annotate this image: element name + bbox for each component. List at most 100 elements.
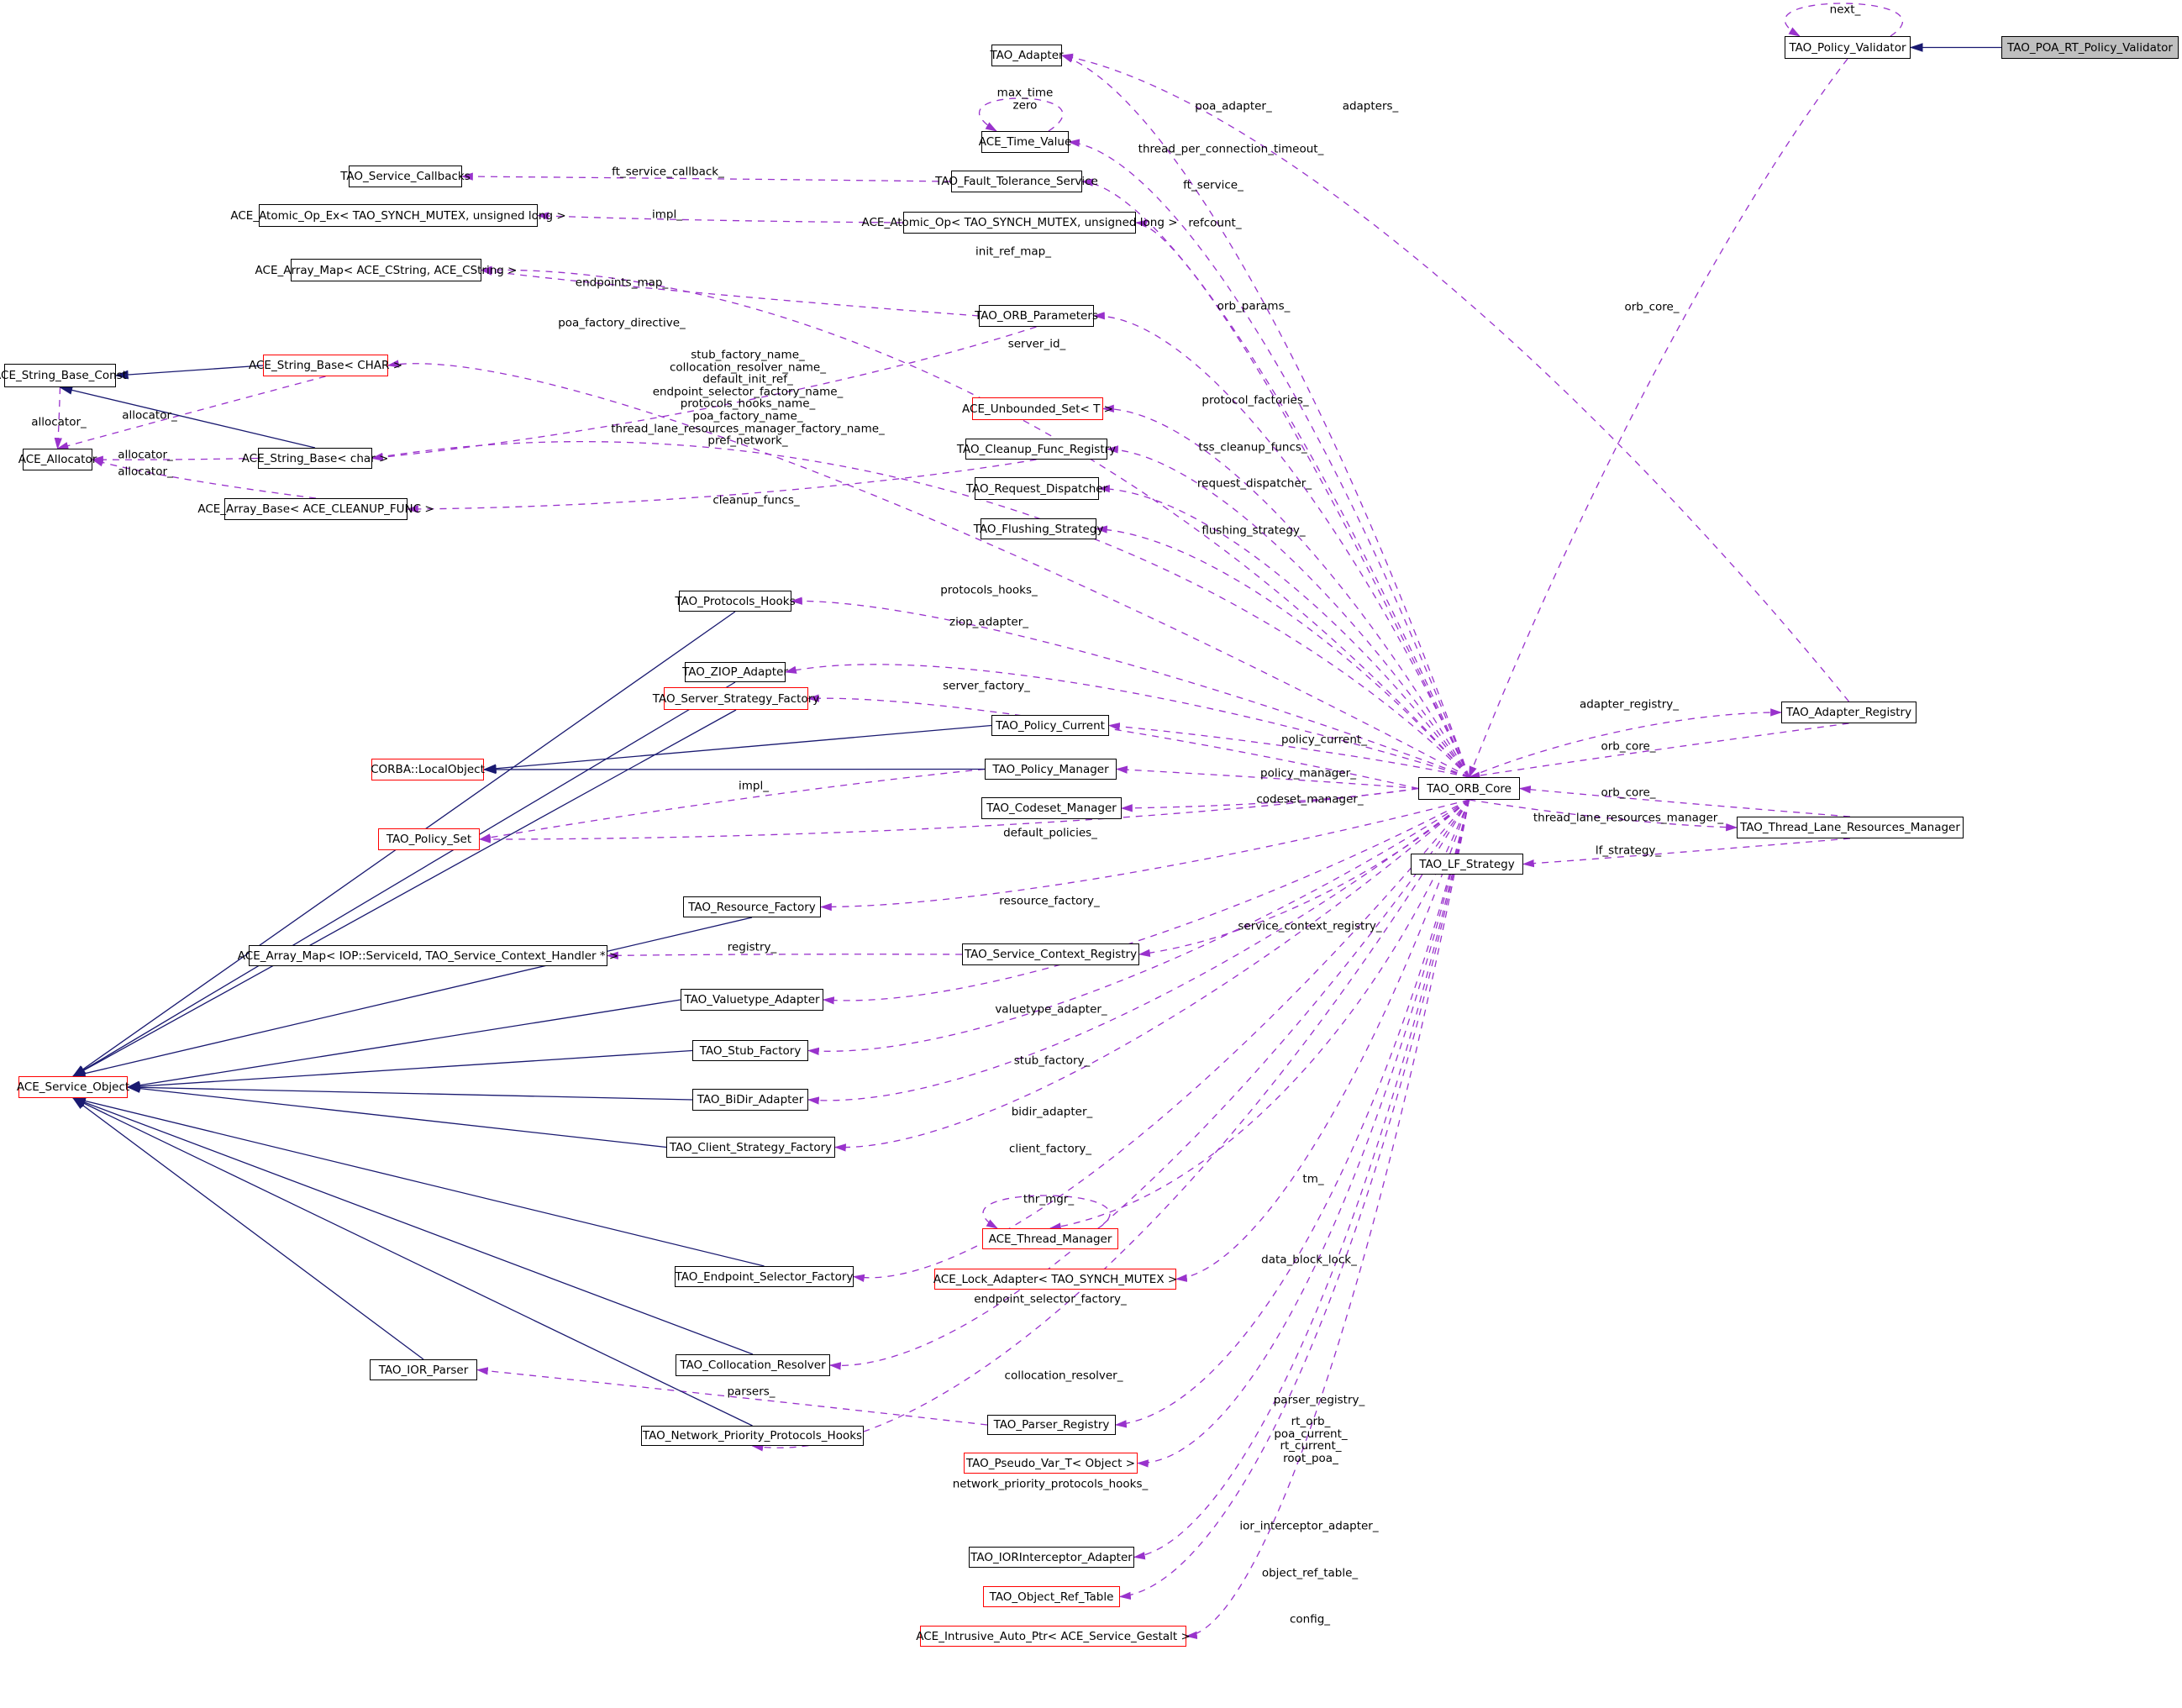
edge-string_base_char_t-allocator bbox=[56, 376, 326, 450]
edge-orb_core-atomic_op bbox=[1134, 219, 1470, 778]
edge-orb_core-policy_set bbox=[478, 787, 1419, 843]
node-orb_parameters[interactable]: TAO_ORB_Parameters bbox=[975, 305, 1098, 327]
edge-orb_core-collocation_resolver bbox=[828, 799, 1470, 1370]
node-protocols_hooks[interactable]: TAO_Protocols_Hooks bbox=[675, 591, 796, 612]
node-network_priority_hooks[interactable]: TAO_Network_Priority_Protocols_Hooks bbox=[641, 1426, 864, 1446]
node-cleanup_func_registry[interactable]: TAO_Cleanup_Func_Registry bbox=[957, 439, 1116, 460]
node-policy_set[interactable]: TAO_Policy_Set bbox=[378, 828, 480, 850]
edge-orb_core-request_dispatcher bbox=[1097, 484, 1470, 778]
edge-adapter_registry-orb_core bbox=[1468, 723, 1849, 780]
node-string_base_char_t[interactable]: ACE_String_Base< CHAR > bbox=[249, 355, 402, 376]
edge-orb_core-resource_factory bbox=[819, 799, 1470, 912]
node-pseudo_var[interactable]: TAO_Pseudo_Var_T< Object > bbox=[964, 1453, 1138, 1474]
node-fault_tolerance[interactable]: TAO_Fault_Tolerance_Service bbox=[935, 171, 1098, 192]
edge-atomic_op-atomic_op_ex bbox=[536, 212, 904, 223]
node-policy_validator[interactable]: TAO_Policy_Validator bbox=[1785, 36, 1911, 59]
edge-orb_core-client_strategy_factory bbox=[833, 799, 1470, 1152]
edge-orb_core-thread_lane_mgr bbox=[1469, 799, 1738, 832]
node-local_object[interactable]: CORBA::LocalObject bbox=[371, 759, 485, 780]
edge-network_priority_hooks-service_object bbox=[71, 1097, 753, 1427]
node-flushing_strategy[interactable]: TAO_Flushing_Strategy bbox=[974, 518, 1103, 539]
node-unbounded_set[interactable]: ACE_Unbounded_Set< T > bbox=[962, 397, 1113, 420]
edge-policy_manager-policy_set bbox=[478, 768, 986, 842]
node-collocation_resolver[interactable]: TAO_Collocation_Resolver bbox=[676, 1354, 830, 1376]
edge-cleanup_func_registry-array_base_cleanup bbox=[406, 459, 1037, 513]
node-string_base_char[interactable]: ACE_String_Base< char > bbox=[242, 448, 388, 469]
edge-array_base_cleanup-allocator bbox=[91, 459, 317, 499]
node-stub_factory[interactable]: TAO_Stub_Factory bbox=[692, 1040, 808, 1061]
edge-orb_core-fault_tolerance bbox=[1080, 178, 1470, 778]
node-client_strategy_factory[interactable]: TAO_Client_Strategy_Factory bbox=[666, 1137, 835, 1158]
edge-orb_core-time_value bbox=[1067, 139, 1470, 778]
edge-orb_core-endpoint_selector_factory bbox=[852, 799, 1470, 1282]
edge-orb_core-stub_factory bbox=[807, 799, 1470, 1056]
edge-ior_parser-service_object bbox=[71, 1097, 424, 1360]
node-request_dispatcher[interactable]: TAO_Request_Dispatcher bbox=[966, 477, 1107, 500]
edge-orb_core-policy_current bbox=[1107, 723, 1470, 778]
edge-orb_core-protocols_hooks bbox=[790, 596, 1470, 778]
edge-orb_core-codeset_manager bbox=[1120, 787, 1419, 812]
edge-policy_current-local_object bbox=[482, 724, 992, 774]
node-adapter_registry[interactable]: TAO_Adapter_Registry bbox=[1781, 702, 1916, 723]
node-policy_current[interactable]: TAO_Policy_Current bbox=[991, 715, 1109, 736]
node-service_callbacks[interactable]: TAO_Service_Callbacks bbox=[340, 166, 471, 187]
edge-adapter_registry-adapter bbox=[1060, 53, 1850, 702]
edge-orb_core-adapter_registry bbox=[1469, 708, 1783, 778]
edge-string_base_char-allocator bbox=[91, 455, 259, 464]
edge-orb_parameters-string_base_char bbox=[371, 326, 1037, 461]
node-allocator[interactable]: ACE_Allocator bbox=[18, 449, 97, 470]
node-array_base_cleanup[interactable]: ACE_Array_Base< ACE_CLEANUP_FUNC > bbox=[197, 498, 434, 520]
edge-orb_core-thread_manager bbox=[1049, 799, 1470, 1231]
node-ior_parser[interactable]: TAO_IOR_Parser bbox=[370, 1359, 477, 1380]
edge-fault_tolerance-service_callbacks bbox=[460, 172, 952, 182]
node-service_object[interactable]: ACE_Service_Object bbox=[17, 1076, 129, 1098]
edge-time_value-time_value bbox=[979, 97, 1064, 132]
node-endpoint_selector_factory[interactable]: TAO_Endpoint_Selector_Factory bbox=[675, 1266, 854, 1287]
node-valuetype_adapter[interactable]: TAO_Valuetype_Adapter bbox=[681, 989, 823, 1011]
edge-orb_core-ior_interceptor_adapter bbox=[1133, 799, 1470, 1560]
edge-thread_lane_mgr-lf_strategy bbox=[1522, 838, 1851, 868]
node-object_ref_table[interactable]: TAO_Object_Ref_Table bbox=[983, 1586, 1120, 1607]
edge-orb_core-intrusive_auto_ptr bbox=[1185, 799, 1470, 1640]
node-thread_lane_mgr[interactable]: TAO_Thread_Lane_Resources_Manager bbox=[1737, 817, 1964, 838]
node-array_map_cstring[interactable]: ACE_Array_Map< ACE_CString, ACE_CString … bbox=[255, 259, 517, 281]
node-ior_interceptor_adapter[interactable]: TAO_IORInterceptor_Adapter bbox=[969, 1547, 1134, 1568]
edge-stub_factory-service_object bbox=[126, 1049, 693, 1091]
edge-orb_core-network_priority_hooks bbox=[751, 799, 1470, 1452]
edge-orb_core-policy_manager bbox=[1115, 765, 1419, 790]
edge-thread_manager-thread_manager bbox=[982, 1195, 1111, 1229]
edge-policy_validator-policy_validator bbox=[1784, 3, 1904, 37]
edge-orb_core-object_ref_table bbox=[1118, 799, 1470, 1600]
node-thread_manager[interactable]: ACE_Thread_Manager bbox=[982, 1228, 1118, 1249]
node-service_context_registry[interactable]: TAO_Service_Context_Registry bbox=[962, 943, 1139, 965]
edge-string_base_char-string_base_const bbox=[59, 386, 316, 449]
node-orb_core[interactable]: TAO_ORB_Core bbox=[1418, 777, 1520, 800]
node-codeset_manager[interactable]: TAO_Codeset_Manager bbox=[981, 797, 1122, 819]
edge-bidir_adapter-service_object bbox=[126, 1082, 693, 1101]
edge-server_strategy_factory-service_object bbox=[71, 709, 737, 1077]
node-array_map_iop[interactable]: ACE_Array_Map< IOP::ServiceId, TAO_Servi… bbox=[238, 945, 618, 966]
node-resource_factory[interactable]: TAO_Resource_Factory bbox=[683, 896, 821, 917]
node-atomic_op_ex[interactable]: ACE_Atomic_Op_Ex< TAO_SYNCH_MUTEX, unsig… bbox=[230, 204, 566, 227]
node-server_strategy_factory[interactable]: TAO_Server_Strategy_Factory bbox=[653, 687, 819, 710]
edge-collocation_resolver-service_object bbox=[71, 1097, 754, 1355]
node-atomic_op[interactable]: ACE_Atomic_Op< TAO_SYNCH_MUTEX, unsigned… bbox=[862, 212, 1178, 234]
edge-endpoint_selector_factory-service_object bbox=[71, 1096, 765, 1267]
edge-policy_validator-orb_core bbox=[1468, 58, 1848, 779]
edge-valuetype_adapter-service_object bbox=[126, 999, 681, 1090]
node-ziop_adapter[interactable]: TAO_ZIOP_Adapter bbox=[682, 662, 788, 682]
node-time_value[interactable]: ACE_Time_Value bbox=[979, 131, 1071, 153]
node-lock_adapter[interactable]: ACE_Lock_Adapter< TAO_SYNCH_MUTEX > bbox=[933, 1269, 1177, 1290]
edge-orb_core-cleanup_func_registry bbox=[1106, 445, 1470, 778]
node-intrusive_auto_ptr[interactable]: ACE_Intrusive_Auto_Ptr< ACE_Service_Gest… bbox=[916, 1626, 1191, 1647]
edge-string_base_char_t-string_base_const bbox=[114, 365, 264, 380]
node-lf_strategy[interactable]: TAO_LF_Strategy bbox=[1411, 854, 1523, 875]
node-bidir_adapter[interactable]: TAO_BiDir_Adapter bbox=[692, 1089, 808, 1111]
node-poa_rt_policy_validator[interactable]: TAO_POA_RT_Policy_Validator bbox=[2001, 36, 2179, 59]
node-string_base_const[interactable]: ACE_String_Base_Const bbox=[0, 364, 127, 387]
node-policy_manager[interactable]: TAO_Policy_Manager bbox=[985, 759, 1117, 780]
node-adapter[interactable]: TAO_Adapter bbox=[990, 45, 1064, 66]
node-parser_registry[interactable]: TAO_Parser_Registry bbox=[987, 1415, 1116, 1435]
